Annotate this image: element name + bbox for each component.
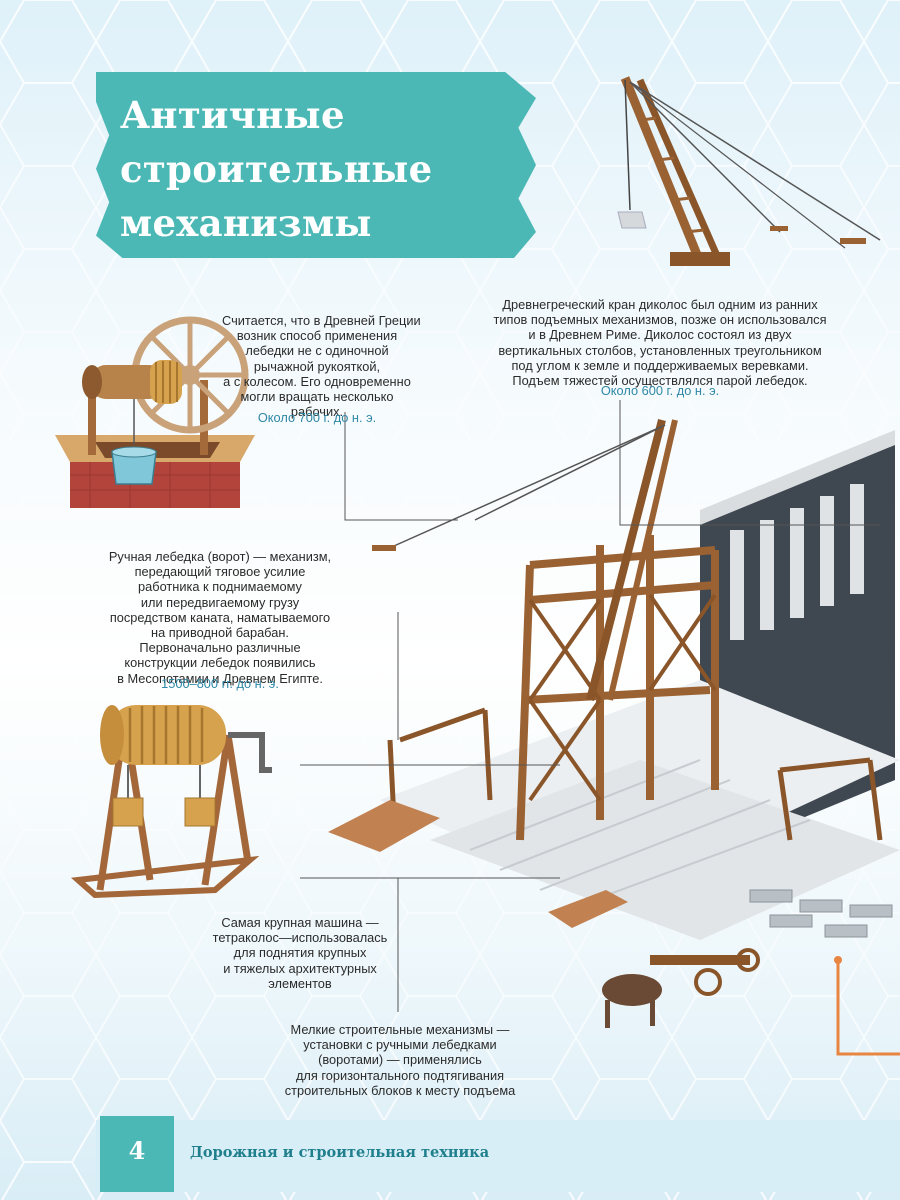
note-line: конструкции лебедок появились	[124, 655, 316, 671]
note-line: установки с ручными лебедками	[303, 1037, 497, 1053]
note-line: типов подъемных механизмов, позже он исп…	[493, 312, 827, 328]
note-line: передающий тяговое усилие	[134, 564, 306, 580]
note-line: и тяжелых архитектурных	[223, 960, 377, 976]
dikolos-crane-illustration	[617, 76, 881, 266]
footer-band	[96, 1120, 900, 1192]
note-line: для поднятия крупных	[233, 945, 367, 961]
note-line: рычажной рукояткой,	[253, 358, 381, 374]
note-line: (воротами) — применялись	[318, 1052, 482, 1068]
note-date-dikolos: Около 600 г. до н. э.	[600, 383, 720, 398]
note-line: на приводной барабан.	[151, 625, 289, 641]
note-line: тетраколос—использовалась	[212, 930, 388, 946]
note-line: могли вращать несколько	[240, 389, 394, 405]
temple-construction-scene	[328, 419, 900, 1056]
title-line: Античные	[120, 93, 345, 137]
note-line: элементов	[268, 975, 332, 991]
note-line: возник способ применения	[236, 328, 398, 344]
note-line: Древнегреческий кран диколос был одним и…	[502, 297, 818, 312]
note-line: Подъем тяжестей осуществлялся парой лебе…	[512, 373, 808, 389]
page-number: 4	[128, 1136, 146, 1165]
note-hand-winch: Ручная лебедка (ворот) — механизм, перед…	[75, 549, 365, 686]
note-line: или передвигаемому грузу	[140, 594, 300, 610]
note-line: вертикальных столбов, установленных треу…	[498, 342, 822, 358]
hand-winch-illustration	[70, 705, 272, 899]
note-line: и в Древнем Риме. Диколос состоял из дву…	[528, 327, 792, 343]
note-line: Самая крупная машина —	[221, 915, 379, 930]
note-tetrakolos: Самая крупная машина — тетраколос—исполь…	[200, 915, 400, 991]
page-title: Античные строительные механизмы	[120, 88, 520, 250]
note-line: Считается, что в Древней Греции	[222, 313, 421, 328]
title-line: механизмы	[120, 201, 372, 245]
leader-lines	[300, 400, 880, 1012]
title-line: строительные	[120, 147, 433, 191]
note-line: Ручная лебедка (ворот) — механизм,	[108, 549, 332, 564]
note-line: под углом к земле и поддерживаемых верев…	[511, 357, 809, 373]
note-line: строительных блоков к месту подъема	[284, 1082, 516, 1098]
note-line: а с колесом. Его одновременно	[223, 373, 411, 389]
note-line: работника к поднимаемому	[138, 579, 302, 595]
page-number-box	[100, 1116, 174, 1192]
note-line: Первоначально различные	[139, 640, 301, 656]
wheel-winch-illustration	[55, 316, 255, 508]
note-date-winch-greece: Около 700 г. до н. э.	[257, 410, 377, 425]
note-line: для горизонтального подтягивания	[295, 1067, 505, 1083]
note-line: Мелкие строительные механизмы —	[290, 1022, 510, 1037]
title-block	[96, 72, 536, 258]
note-winch-greece: Считается, что в Древней Греции возник с…	[222, 313, 421, 420]
note-small-machines: Мелкие строительные механизмы — установк…	[260, 1022, 540, 1098]
note-line: рабочих.	[290, 404, 344, 420]
running-section-title: Дорожная и строительная техника	[190, 1144, 490, 1161]
note-date-hand-winch: 1500–800 гг. до н. э.	[161, 676, 279, 691]
note-line: посредством каната, наматываемого	[109, 609, 331, 625]
note-line: лебедки не с одиночной	[245, 343, 389, 359]
note-line: в Месопотамии и Древнем Египте.	[117, 670, 323, 686]
note-dikolos: Древнегреческий кран диколос был одним и…	[470, 297, 850, 388]
